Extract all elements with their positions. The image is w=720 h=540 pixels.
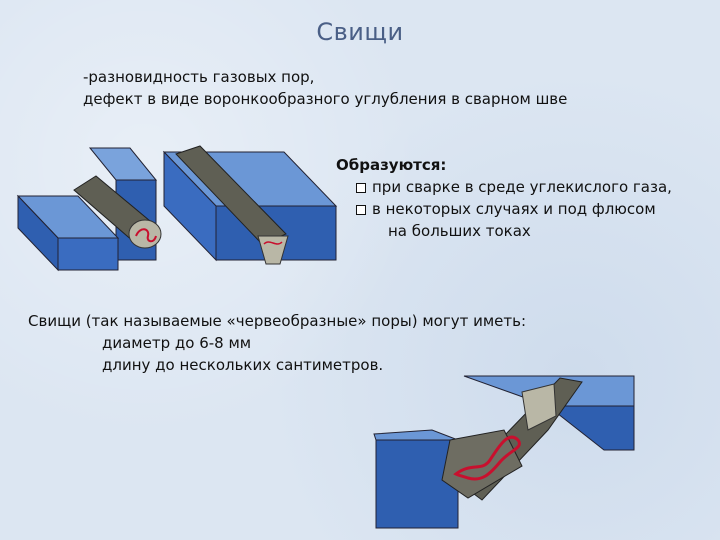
intro-line-1: -разновидность газовых пор,	[83, 68, 315, 86]
pores-line-1: Свищи (так называемые «червеобразные» по…	[28, 312, 527, 330]
intro-line-2: дефект в виде воронкообразного углублени…	[83, 90, 568, 108]
formation-section: Образуются: при сварке в среде углекисло…	[336, 154, 672, 242]
pores-section: Свищи (так называемые «червеобразные» по…	[28, 310, 526, 376]
checkbox-bullet-icon	[356, 205, 366, 215]
bullet-text: в некоторых случаях и под флюсом	[372, 200, 656, 218]
weld-illustration-top-left	[16, 145, 338, 272]
pores-line-2: диаметр до 6-8 мм	[102, 334, 252, 352]
intro-text: -разновидность газовых пор, дефект в вид…	[83, 66, 567, 110]
slide-title: Свищи	[316, 18, 404, 46]
checkbox-bullet-icon	[356, 183, 366, 193]
bullet-text-continued: на больших токах	[388, 222, 531, 240]
weld-illustration-bottom-right	[373, 375, 635, 529]
formation-heading: Образуются:	[336, 156, 447, 174]
pores-line-3: длину до нескольких сантиметров.	[102, 356, 384, 374]
bullet-text: при сварке в среде углекислого газа,	[372, 178, 672, 196]
bullet-item: в некоторых случаях и под флюсом	[336, 198, 672, 220]
bullet-item: при сварке в среде углекислого газа,	[336, 176, 672, 198]
